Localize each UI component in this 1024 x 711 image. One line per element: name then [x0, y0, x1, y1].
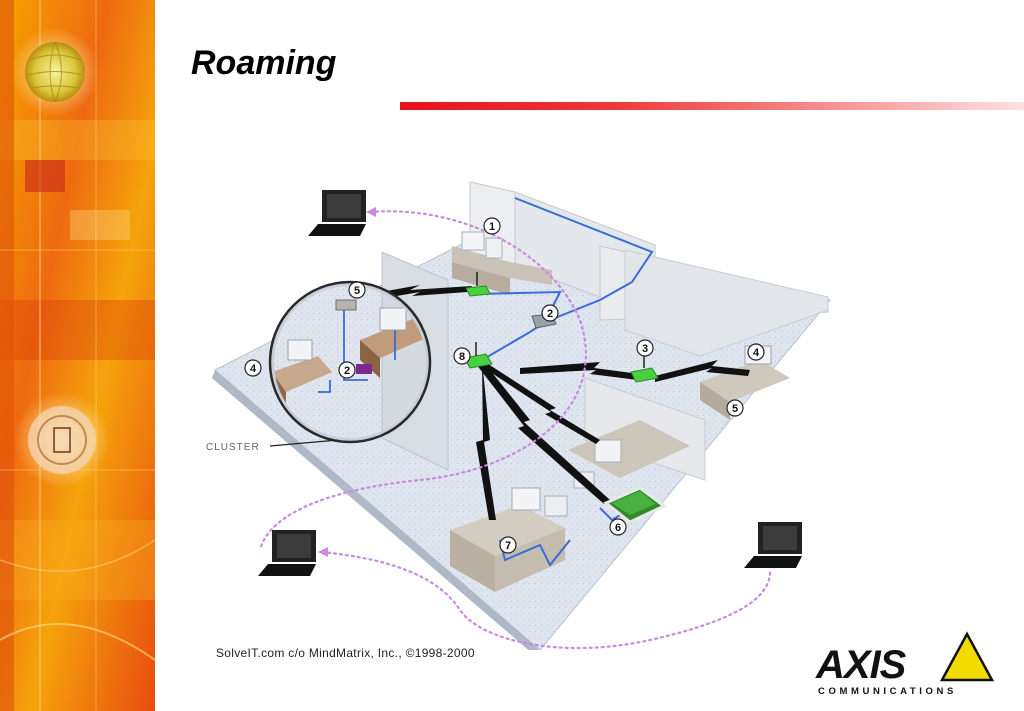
copyright-credit: SolveIT.com c/o MindMatrix, Inc., ©1998-… — [216, 646, 475, 660]
svg-text:6: 6 — [615, 522, 621, 534]
svg-text:2: 2 — [344, 365, 350, 377]
slide-title: Roaming — [191, 44, 337, 82]
callout-4-cluster: 4 — [244, 359, 262, 377]
logo-wordmark: AXIS — [815, 643, 907, 687]
callout-2-server: 2 — [541, 304, 559, 322]
pc-card-device — [603, 486, 667, 524]
logo-tagline: COMMUNICATIONS — [818, 686, 957, 697]
roaming-arrowheads — [318, 207, 376, 557]
cluster-label: CLUSTER — [206, 442, 260, 453]
cluster-magnifier: CLUSTER — [206, 280, 432, 453]
callout-5-right: 5 — [726, 399, 744, 417]
axis-logo: AXIS COMMUNICATIONS — [815, 631, 995, 697]
svg-text:5: 5 — [732, 403, 738, 415]
logo-accent-triangle — [939, 631, 995, 682]
callout-4-right: 4 — [747, 343, 765, 361]
svg-text:4: 4 — [753, 347, 760, 359]
callout-7: 7 — [499, 536, 517, 554]
svg-text:1: 1 — [489, 221, 495, 233]
svg-text:2: 2 — [547, 308, 553, 320]
laptop-top — [308, 190, 366, 236]
svg-text:8: 8 — [459, 351, 465, 363]
laptop-bottom-left — [258, 530, 316, 576]
title-underline-bar — [400, 102, 1024, 110]
callout-5-cluster: 5 — [348, 281, 366, 299]
callout-2-cluster: 2 — [338, 361, 356, 379]
roaming-network-diagram: CLUSTER 1 2 5 2 4 — [206, 181, 831, 650]
callout-1: 1 — [483, 217, 501, 235]
roaming-path — [258, 210, 772, 650]
wireless-links — [347, 285, 750, 520]
svg-text:5: 5 — [354, 285, 360, 297]
callout-6: 6 — [609, 518, 627, 536]
decorative-sidebar — [0, 0, 155, 711]
svg-text:7: 7 — [505, 540, 511, 552]
callout-8: 8 — [453, 347, 471, 365]
svg-text:4: 4 — [250, 363, 257, 375]
laptop-bottom-right — [744, 522, 802, 568]
svg-text:3: 3 — [642, 343, 648, 355]
callout-3: 3 — [636, 339, 654, 357]
